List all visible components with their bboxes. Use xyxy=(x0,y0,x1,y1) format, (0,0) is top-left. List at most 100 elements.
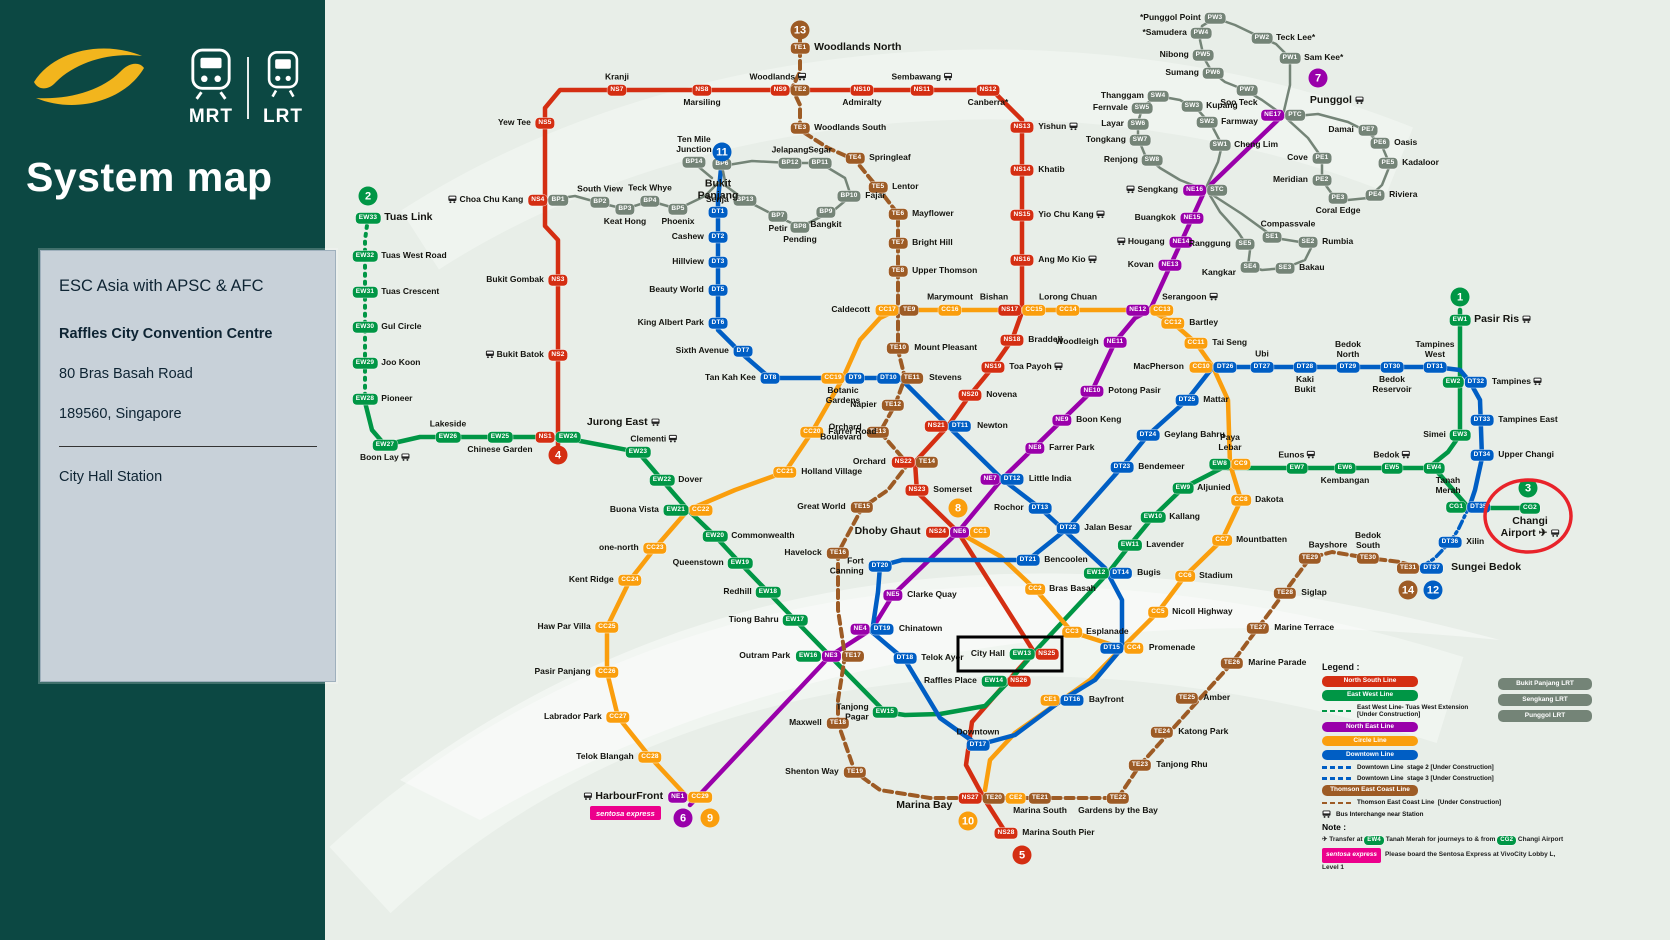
station-queenstown[interactable]: EW19 xyxy=(727,557,753,569)
station-tuas-link[interactable]: EW33 xyxy=(355,212,381,224)
station-tuas-west-road[interactable]: EW32 xyxy=(352,250,378,262)
station-tongkang[interactable]: SW7 xyxy=(1129,134,1151,146)
station-downtown[interactable]: DT17 xyxy=(966,739,990,751)
station-woodleigh[interactable]: NE11 xyxy=(1103,336,1127,348)
station-gardens-by-the-bay[interactable]: TE22 xyxy=(1106,792,1130,804)
station-bayshore[interactable]: TE29 xyxy=(1298,552,1322,564)
station-bras-basah[interactable]: CC2 xyxy=(1025,583,1045,595)
station-toa-payoh[interactable]: NS19 xyxy=(981,361,1005,373)
station-rumbia[interactable]: SE2 xyxy=(1298,236,1318,248)
station-teck-lee[interactable]: PW2 xyxy=(1251,32,1273,44)
station-aljunied[interactable]: EW9 xyxy=(1172,482,1194,494)
station-great-world[interactable]: TE15 xyxy=(850,501,874,513)
station-south-view[interactable]: BP2 xyxy=(590,196,610,208)
station-meridian[interactable]: PE2 xyxy=(1312,174,1332,186)
station-layar[interactable]: SW6 xyxy=(1127,118,1149,130)
station-sembawang[interactable]: NS11 xyxy=(910,84,934,96)
station-ubi[interactable]: DT27 xyxy=(1250,361,1274,373)
station-tanah-merah[interactable]: EW4 xyxy=(1423,462,1445,474)
station-redhill[interactable]: EW18 xyxy=(755,586,781,598)
station-one-north[interactable]: CC23 xyxy=(643,542,667,554)
station-amber[interactable]: TE25 xyxy=(1175,692,1199,704)
station-bakau[interactable]: SE3 xyxy=(1275,262,1295,274)
station-mayflower[interactable]: TE6 xyxy=(888,208,908,220)
station-kaki-bukit[interactable]: DT28 xyxy=(1293,361,1317,373)
station-farmway[interactable]: SW2 xyxy=(1196,116,1218,128)
station-renjong[interactable]: SW8 xyxy=(1141,154,1163,166)
station-woodlands-south[interactable]: TE3 xyxy=(790,122,810,134)
station-cashew[interactable]: DT2 xyxy=(708,231,728,243)
station-clarke-quay[interactable]: NE5 xyxy=(883,589,903,601)
station-eunos[interactable]: EW7 xyxy=(1286,462,1308,474)
station-siglap[interactable]: TE28 xyxy=(1273,587,1297,599)
station-marine-parade[interactable]: TE26 xyxy=(1220,657,1244,669)
station-kovan[interactable]: NE13 xyxy=(1158,259,1182,271)
station-haw-par-villa[interactable]: CC25 xyxy=(595,621,619,633)
station-marine-terrace[interactable]: TE27 xyxy=(1246,622,1270,634)
station-pasir-ris[interactable]: EW1 xyxy=(1449,314,1471,326)
station-farrer-park[interactable]: NE8 xyxy=(1025,442,1045,454)
station-upper-thomson[interactable]: TE8 xyxy=(888,265,908,277)
station-bright-hill[interactable]: TE7 xyxy=(888,237,908,249)
station-bukit-batok[interactable]: NS2 xyxy=(548,349,568,361)
station-bedok-south[interactable]: TE30 xyxy=(1356,552,1380,564)
station-bangkit[interactable]: BP9 xyxy=(816,206,836,218)
station-marsiling[interactable]: NS8 xyxy=(692,84,712,96)
station-nibong[interactable]: PW5 xyxy=(1192,49,1214,61)
station-kembangan[interactable]: EW6 xyxy=(1334,462,1356,474)
station-rochor[interactable]: DT13 xyxy=(1028,502,1052,514)
station-sumang[interactable]: PW6 xyxy=(1202,67,1224,79)
station-kent-ridge[interactable]: CC24 xyxy=(618,574,642,586)
station-ranggung[interactable]: SE5 xyxy=(1235,238,1255,250)
station-lakeside[interactable]: EW26 xyxy=(435,431,461,443)
station-dover[interactable]: EW22 xyxy=(649,474,675,486)
station-teck-whye[interactable]: BP4 xyxy=(640,195,660,207)
station-coral-edge[interactable]: PE3 xyxy=(1328,192,1348,204)
station-cove[interactable]: PE1 xyxy=(1312,152,1332,164)
station-tan-kah-kee[interactable]: DT8 xyxy=(760,372,780,384)
station-segar[interactable]: BP11 xyxy=(808,157,832,169)
station-xilin[interactable]: DT36 xyxy=(1438,536,1462,548)
station-petir[interactable]: BP7 xyxy=(768,210,788,222)
station-tai-seng[interactable]: CC11 xyxy=(1184,337,1208,349)
station-joo-koon[interactable]: EW29 xyxy=(352,357,378,369)
station-soo-teck[interactable]: PW7 xyxy=(1236,84,1258,96)
station-bukit-gombak[interactable]: NS3 xyxy=(548,274,568,286)
station-kupang[interactable]: SW3 xyxy=(1181,100,1203,112)
station-mattar[interactable]: DT25 xyxy=(1175,394,1199,406)
station-buangkok[interactable]: NE15 xyxy=(1180,212,1204,224)
station-punggol-point[interactable]: PW3 xyxy=(1204,12,1226,24)
station-cheng-lim[interactable]: SW1 xyxy=(1209,139,1231,151)
station-commonwealth[interactable]: EW20 xyxy=(702,530,728,542)
station-beauty-world[interactable]: DT5 xyxy=(708,284,728,296)
station-holland-village[interactable]: CC21 xyxy=(773,466,797,478)
station-marymount[interactable]: CC16 xyxy=(938,304,962,316)
station-marina-south[interactable]: TE21 xyxy=(1028,792,1052,804)
station-shenton-way[interactable]: TE19 xyxy=(843,766,867,778)
station-boon-keng[interactable]: NE9 xyxy=(1052,414,1072,426)
station-tiong-bahru[interactable]: EW17 xyxy=(782,614,808,626)
station-simei[interactable]: EW3 xyxy=(1449,429,1471,441)
station-potong-pasir[interactable]: NE10 xyxy=(1080,385,1104,397)
station-bedok-north[interactable]: DT29 xyxy=(1336,361,1360,373)
station-marina-south-pier[interactable]: NS28 xyxy=(994,827,1018,839)
station-sixth-avenue[interactable]: DT7 xyxy=(733,345,753,357)
station-hillview[interactable]: DT3 xyxy=(708,256,728,268)
station-braddell[interactable]: NS18 xyxy=(1000,334,1024,346)
station-nicoll-highway[interactable]: CC5 xyxy=(1148,606,1168,618)
